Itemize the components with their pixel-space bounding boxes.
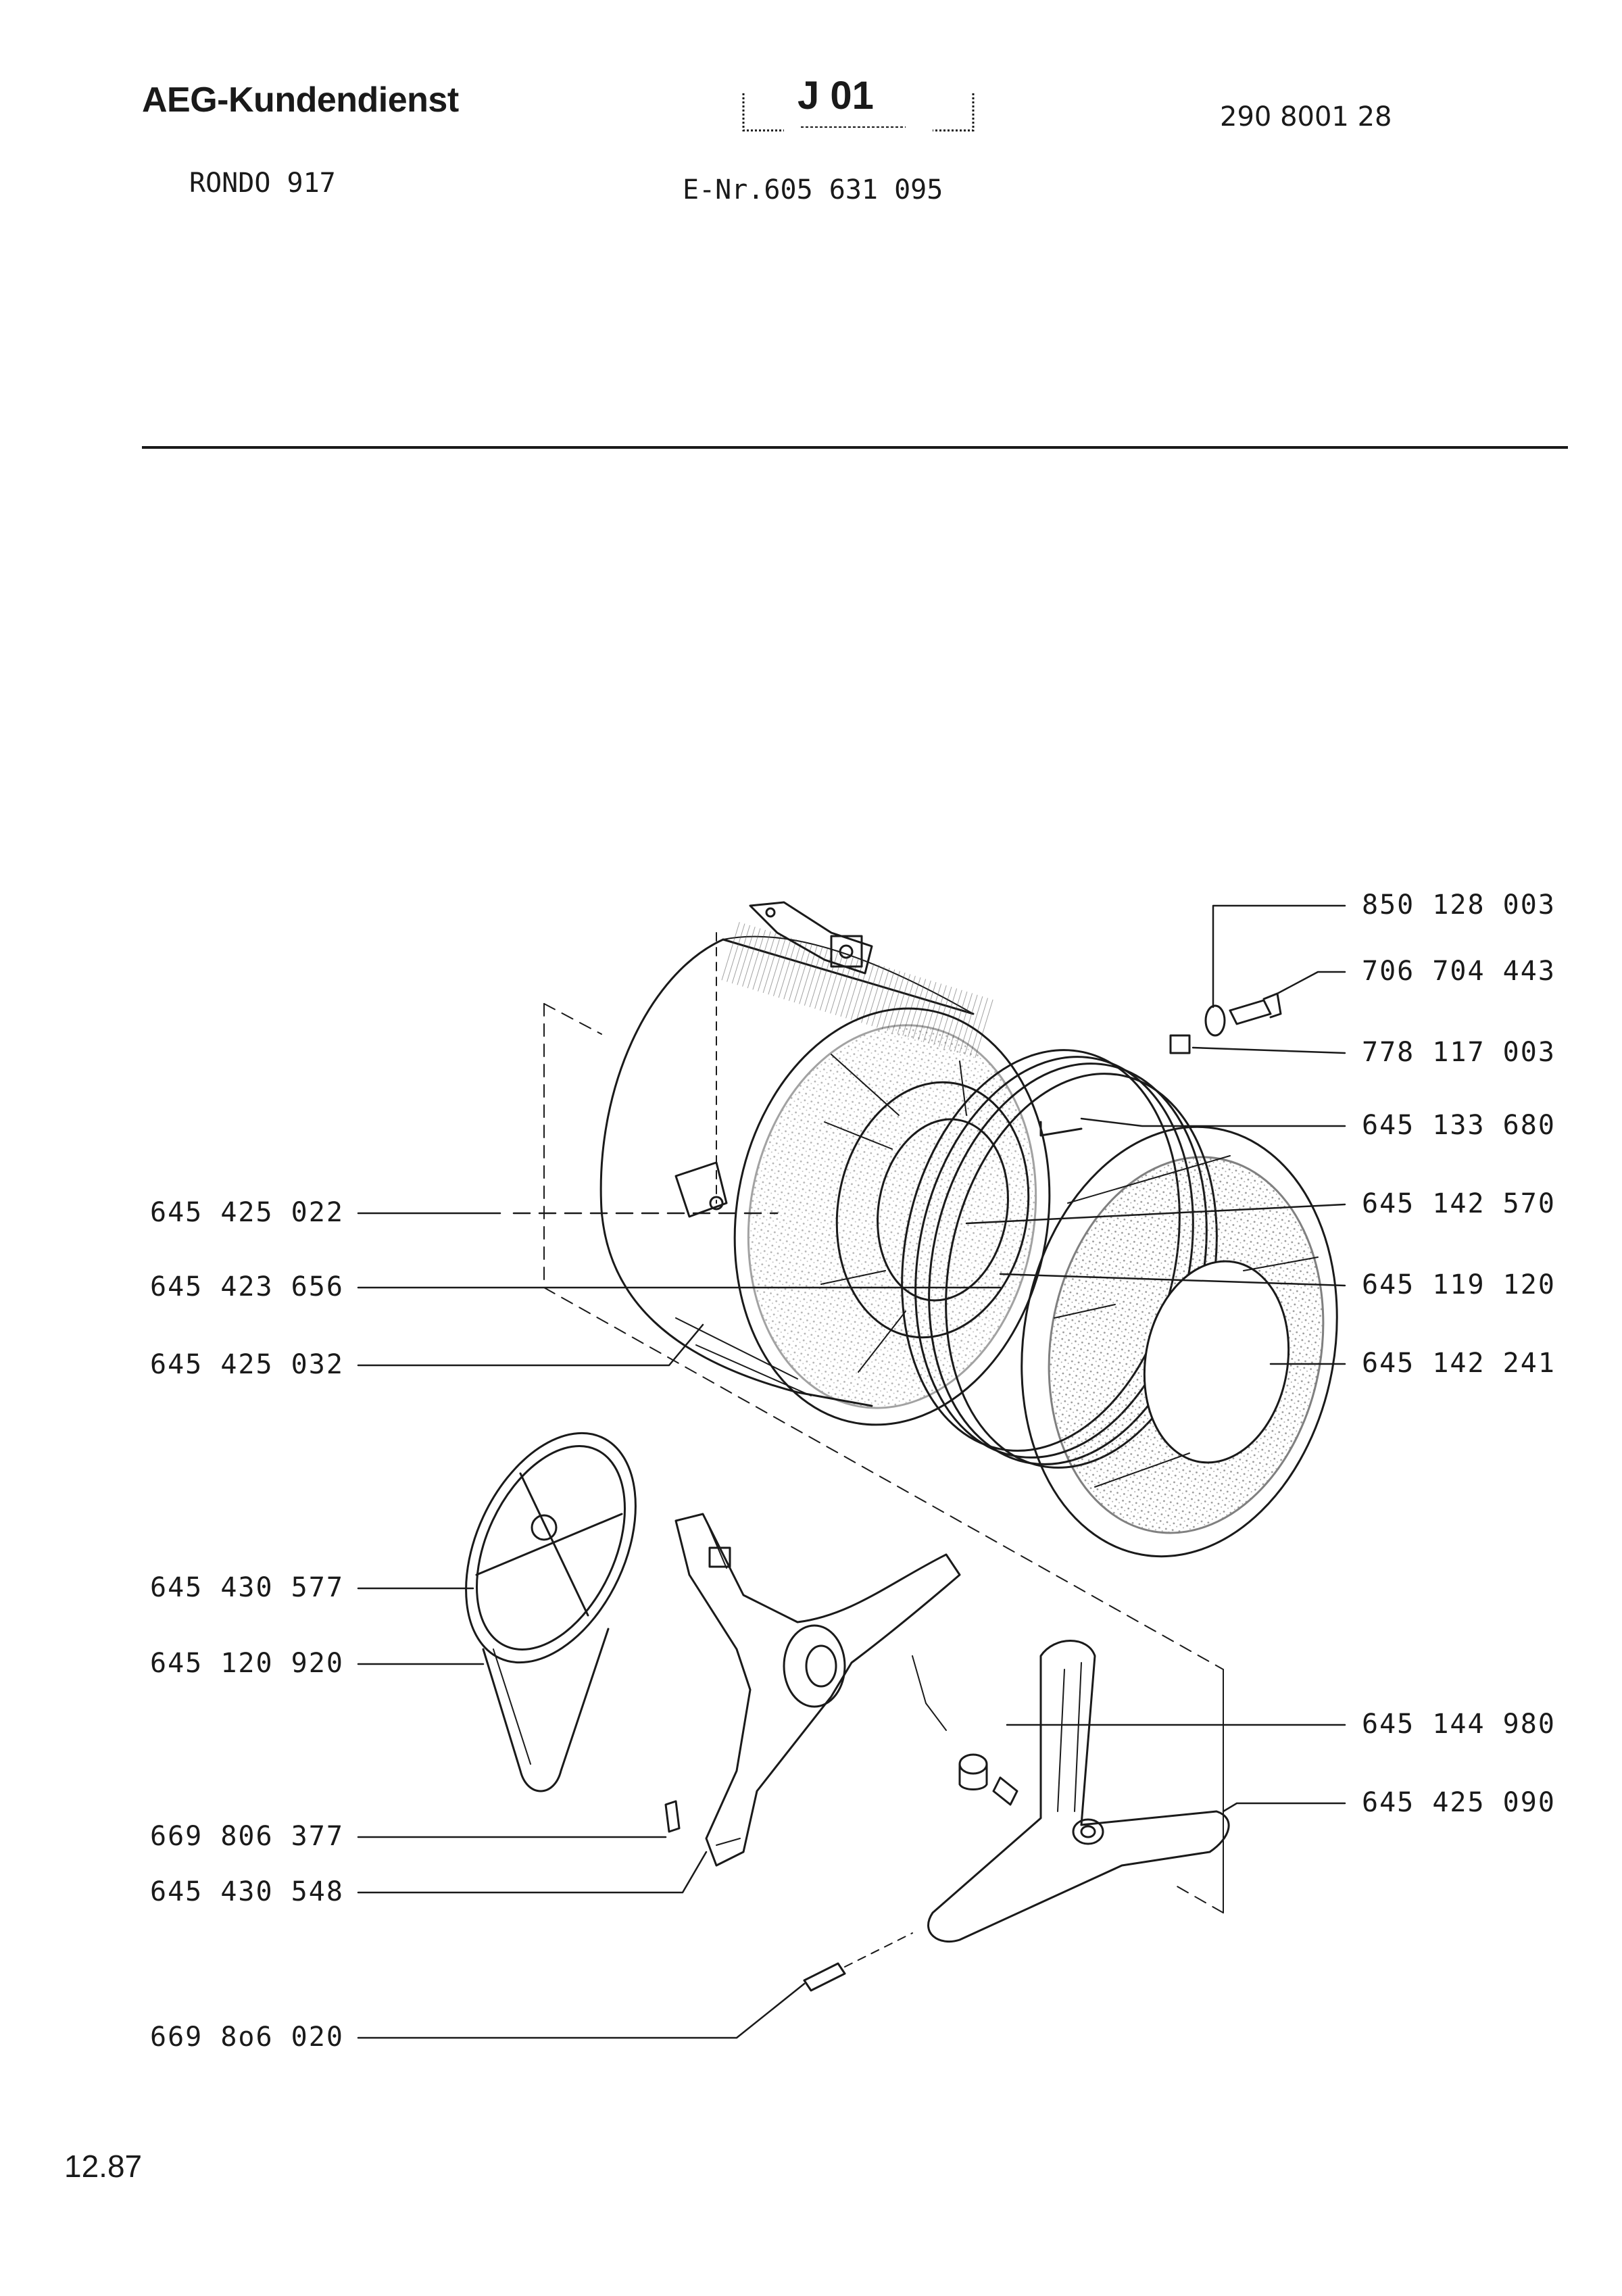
part-number-label: 645 120 920 [150, 1648, 344, 1679]
sheet-code: J 01 [797, 74, 874, 118]
part-number-label: 645 430 577 [150, 1572, 344, 1603]
brand-title: AEG-Kundendienst [142, 80, 459, 120]
leader-lines-left [357, 1212, 1002, 2039]
part-number-label: 778 117 003 [1362, 1037, 1556, 1068]
rear-cross [674, 1513, 961, 1867]
part-number-label: 645 142 570 [1362, 1188, 1556, 1219]
reference-box [543, 1003, 1224, 1913]
leader-lines-right [965, 904, 1346, 1813]
revision-date: 12.87 [64, 2149, 143, 2184]
screws [664, 1800, 913, 1992]
part-number-label: 850 128 003 [1362, 889, 1556, 921]
bushing [958, 1753, 1018, 1806]
part-number-label: 645 425 032 [150, 1349, 344, 1380]
part-number-label: 645 119 120 [1362, 1269, 1556, 1300]
part-number-label: 645 425 022 [150, 1197, 344, 1228]
part-number-label: 645 133 680 [1362, 1110, 1556, 1141]
model-name: RONDO 917 [189, 168, 336, 199]
part-number-label: 645 430 548 [150, 1876, 344, 1907]
part-number-label: 645 425 090 [1362, 1787, 1556, 1818]
part-number-label: 645 142 241 [1362, 1348, 1556, 1379]
sheet-code-box: J 01 [737, 73, 980, 134]
outer-drum [599, 901, 997, 1407]
sheet-code-brackets [742, 93, 975, 132]
e-number: E-Nr.605 631 095 [683, 174, 943, 205]
part-number-label: 669 8o6 020 [150, 2022, 344, 2053]
front-ring [1021, 1125, 1338, 1558]
part-number-label: 645 144 980 [1362, 1709, 1556, 1740]
part-number-label: 669 806 377 [150, 1821, 344, 1852]
top-fasteners [1039, 992, 1282, 1137]
front-cross [927, 1640, 1230, 1943]
document-number: 290 8001 28 [1220, 101, 1392, 132]
part-number-label: 706 704 443 [1362, 956, 1556, 987]
header-rule [142, 446, 1568, 449]
belt-pulley [465, 1432, 637, 1792]
part-number-label: 645 423 656 [150, 1271, 344, 1302]
